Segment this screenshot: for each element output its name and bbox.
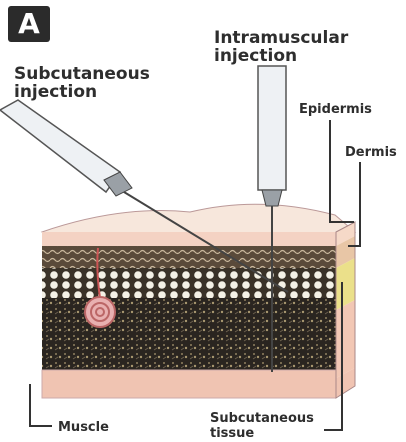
dermis-layer xyxy=(42,246,336,268)
side-face-layers xyxy=(336,222,355,398)
muscle-base-layer xyxy=(42,370,336,398)
subcutaneous-fat-layer xyxy=(42,268,336,298)
epidermis-layer xyxy=(42,232,336,246)
epidermis-leader xyxy=(330,120,354,222)
